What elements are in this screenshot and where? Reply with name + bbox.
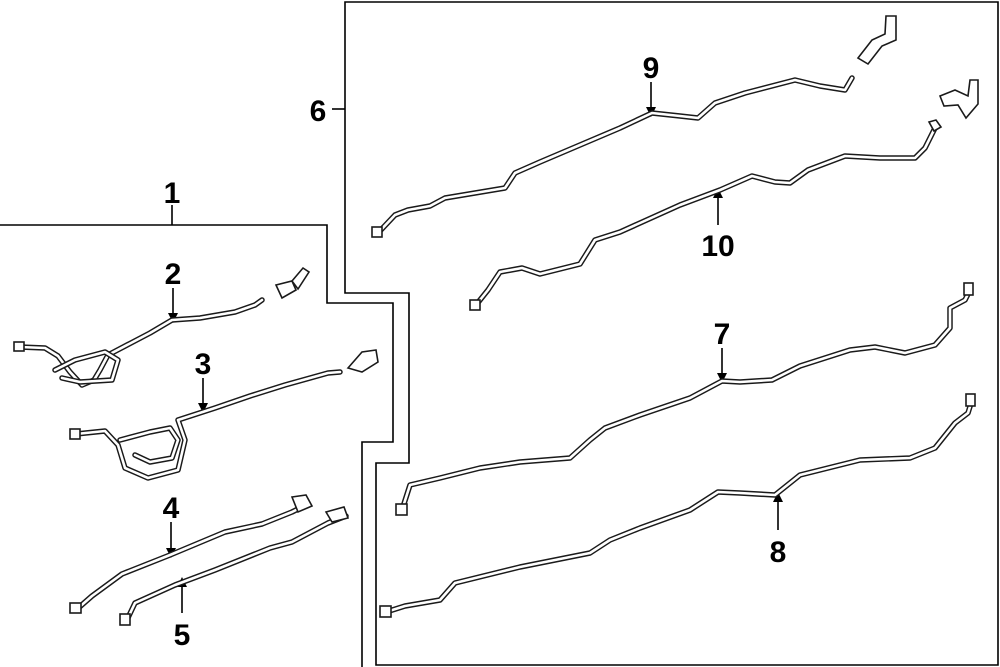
fitting-9-left: [371, 226, 383, 238]
callout-2: 2: [165, 258, 182, 291]
tube-assembly-3: [69, 349, 379, 481]
tube-9: [371, 15, 897, 238]
fitting-4-left: [69, 602, 82, 614]
fitting-2-right: [274, 280, 298, 300]
callout-10: 10: [701, 230, 734, 263]
fitting-5-right: [324, 506, 350, 523]
group-6-frame: [344, 1, 999, 666]
tube-8: [379, 393, 976, 618]
fitting-3-left: [69, 428, 81, 440]
tube-assembly-2: [13, 266, 311, 388]
callout-3: 3: [195, 348, 212, 381]
fitting-10-left: [469, 299, 481, 311]
fitting-7-left: [395, 503, 408, 516]
callout-1: 1: [164, 177, 181, 210]
callout-5: 5: [174, 619, 191, 652]
hose-10-end: [938, 79, 979, 120]
tube-10: [469, 79, 979, 311]
tube-5: [119, 506, 350, 626]
fitting-8-left: [379, 605, 392, 618]
callout-8: 8: [770, 536, 787, 569]
fitting-4-right: [290, 494, 314, 514]
tube-7: [395, 282, 974, 516]
fitting-7-right: [963, 282, 974, 296]
callout-9: 9: [643, 52, 660, 85]
fitting-3-right: [346, 349, 379, 373]
tube-4: [69, 494, 314, 614]
fitting-5-left: [119, 613, 131, 626]
fitting-8-right: [965, 393, 976, 407]
hose-2-end: [290, 266, 311, 291]
fitting-10-right: [927, 119, 943, 133]
fitting-2-left: [13, 341, 25, 352]
group-1-frame: [0, 224, 394, 667]
callout-4: 4: [163, 492, 180, 525]
callout-7: 7: [714, 318, 731, 351]
callout-6: 6: [310, 95, 327, 128]
hose-9-end: [856, 15, 897, 66]
